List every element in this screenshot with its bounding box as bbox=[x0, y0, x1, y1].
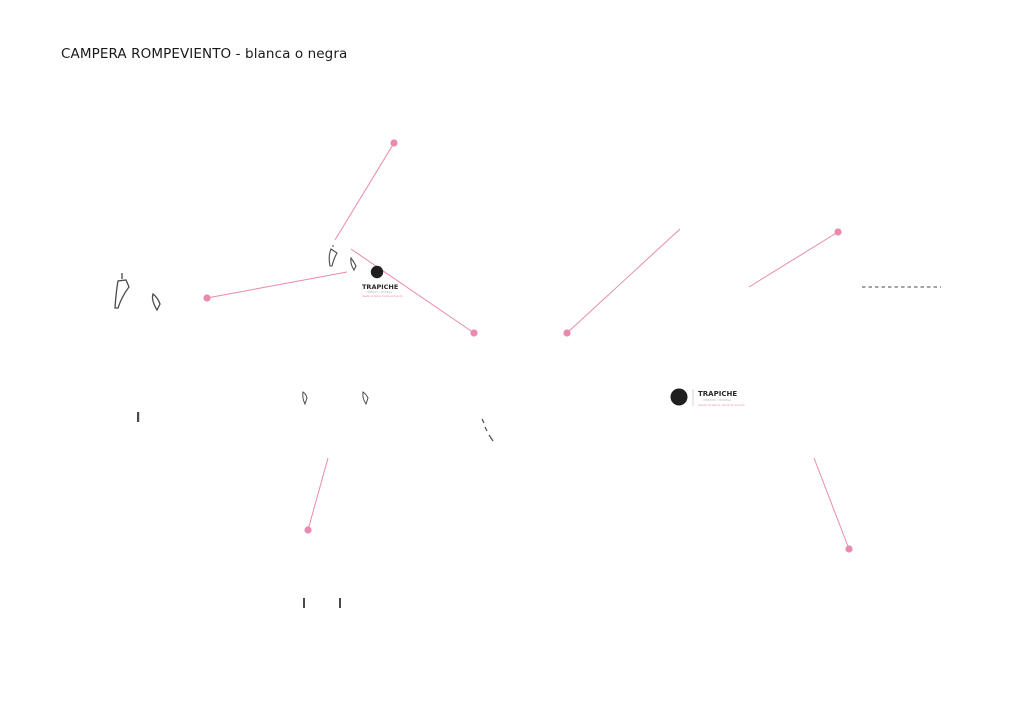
toggle-icon-drawcords bbox=[302, 391, 369, 406]
logo-wordmark: TRAPICHE bbox=[362, 283, 398, 291]
callout-dot-sleeve-left bbox=[203, 294, 211, 302]
callout-line-hood-left bbox=[334, 142, 395, 241]
callout-dots bbox=[203, 139, 853, 553]
brand-logo-front: TRAPICHE VIÑEDOS Y BODEGA desde la tierr… bbox=[362, 265, 403, 298]
callout-dot-chest-logo bbox=[470, 329, 478, 337]
callout-line-chest-logo bbox=[350, 248, 475, 334]
callout-line-back-hem bbox=[813, 457, 850, 550]
brand-logo-back: TRAPICHE VIÑEDOS Y BODEGA desde la tierr… bbox=[670, 388, 745, 407]
logo-sub: VIÑEDOS Y BODEGA bbox=[366, 289, 392, 294]
logo-disc-icon bbox=[370, 265, 384, 279]
page-title: CAMPERA ROMPEVIENTO - blanca o negra bbox=[61, 46, 348, 62]
callout-lines bbox=[206, 142, 850, 550]
logo-disc-icon bbox=[670, 388, 688, 406]
logo-sub: VIÑEDOS Y BODEGA bbox=[703, 397, 731, 402]
logo-tagline: desde la tierra, hacia el mundo bbox=[698, 403, 745, 407]
zipper-pull-icons bbox=[137, 412, 341, 608]
toggle-icon-hood-front bbox=[328, 245, 357, 272]
callout-dot-pocket bbox=[304, 526, 312, 534]
toggle-icon-large-left bbox=[114, 273, 161, 312]
callout-dot-back-hood bbox=[563, 329, 571, 337]
zipper-teeth-icon bbox=[481, 418, 494, 442]
callout-line-back-shoulder bbox=[748, 231, 839, 288]
callout-line-back-hood bbox=[566, 228, 681, 334]
logo-tagline: desde la tierra, hacia el mundo bbox=[362, 294, 403, 298]
callout-dot-back-hem bbox=[845, 545, 853, 553]
callout-dot-back-shoulder bbox=[834, 228, 842, 236]
callout-dot-hood-left bbox=[390, 139, 398, 147]
callout-line-pocket bbox=[307, 457, 329, 531]
callout-line-sleeve-left bbox=[206, 271, 348, 299]
logo-wordmark: TRAPICHE bbox=[698, 390, 737, 398]
